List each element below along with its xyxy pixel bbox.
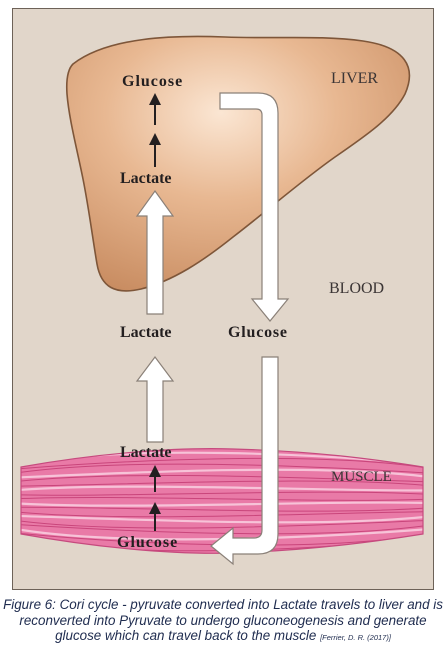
muscle-fiber-line (21, 496, 423, 501)
muscle-fiber-line (21, 511, 423, 518)
muscle-fiber-line (21, 523, 423, 535)
muscle-shape (20, 448, 424, 554)
muscle-fiber-line (21, 485, 423, 492)
muscle-fiber-line (21, 514, 423, 524)
caption-citation: [Ferrier, D. R. (2017)] (320, 633, 391, 643)
blood-to-liver-lactate-arrow (135, 189, 175, 315)
muscle-fiber-line (21, 468, 423, 479)
muscle-fiber-line (21, 491, 423, 496)
blood-to-muscle-glucose-arrow (210, 356, 279, 566)
muscle-fiber-line (21, 501, 423, 507)
muscle-fiber-line (21, 457, 423, 470)
figure-caption: Figure 6: Cori cycle - pyruvate converte… (0, 597, 446, 646)
muscle-fiber-line (21, 480, 423, 487)
liver-region-label: LIVER (331, 70, 379, 87)
muscle-to-blood-lactate-arrow (135, 356, 175, 443)
cori-cycle-figure: LIVER BLOOD MUSCLE Glucose Lactate Lacta… (12, 8, 434, 590)
muscle-fiber-line (21, 506, 423, 512)
caption-text: Figure 6: Cori cycle - pyruvate converte… (3, 597, 443, 644)
liver-to-blood-glucose-arrow (219, 92, 290, 322)
muscle-fiber-line (21, 519, 423, 529)
muscle-glucose-label: Glucose (117, 534, 179, 551)
liver-glucose-label: Glucose (122, 73, 184, 90)
muscle-glucose-to-lactate-arrows (149, 465, 161, 531)
muscle-lactate-label: Lactate (120, 444, 172, 461)
blood-lactate-label: Lactate (120, 324, 172, 341)
blood-region-label: BLOOD (329, 280, 385, 297)
cori-cycle-diagram (20, 35, 424, 566)
liver-lactate-to-glucose-arrows (149, 93, 161, 167)
muscle-fiber-line (21, 474, 423, 483)
liver-lactate-label: Lactate (120, 170, 172, 187)
blood-glucose-label: Glucose (228, 324, 288, 341)
muscle-fiber-line (21, 463, 423, 474)
muscle-region-label: MUSCLE (331, 469, 392, 485)
